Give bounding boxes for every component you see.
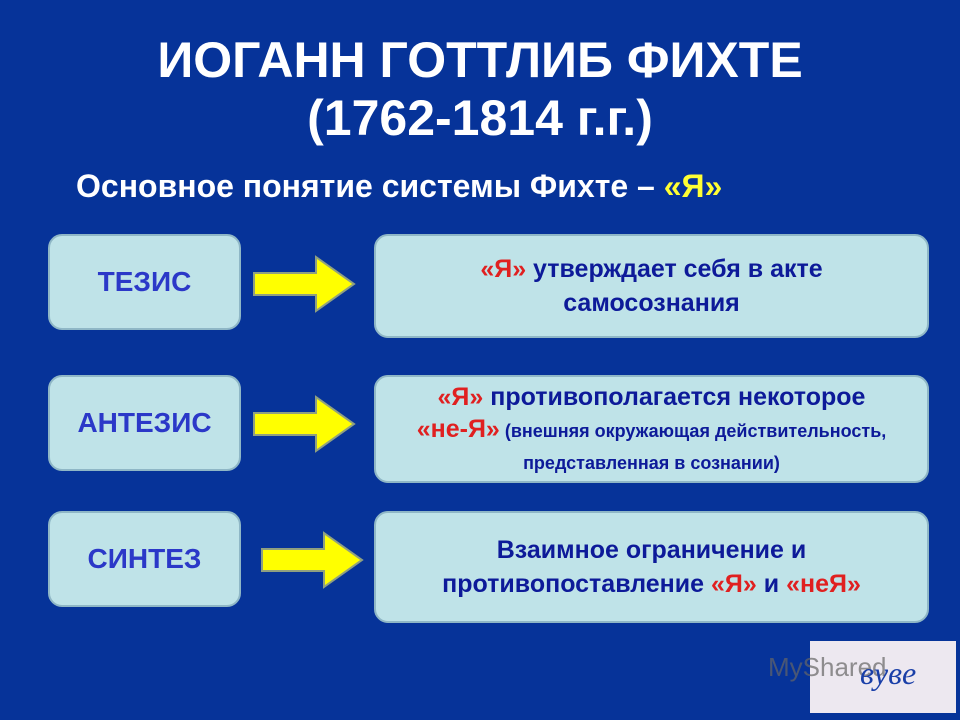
brand-logo-text: вуве	[860, 655, 917, 691]
synthesis-label: СИНТЕЗ	[87, 543, 202, 574]
ne-ya-text: «не-Я»	[416, 415, 500, 443]
antithesis-description-box: «Я» противополагается некоторое «не-Я» (…	[374, 375, 929, 483]
antithesis-label-box: АНТЕЗИС	[48, 375, 241, 471]
synthesis-text: Взаимное ограничение и противопоставлени…	[442, 536, 807, 598]
page-title: ИОГАНН ГОТТЛИБ ФИХТЕ	[157, 32, 803, 88]
ne-ya-text: «неЯ»	[786, 570, 861, 598]
page-title-dates: (1762-1814 г.г.)	[307, 90, 653, 146]
thesis-label-box: ТЕЗИС	[48, 234, 241, 330]
subtitle-highlight: «Я»	[663, 168, 723, 204]
watermark-text: MyShared	[768, 652, 887, 682]
subtitle: Основное понятие системы Фихте – «Я»	[76, 168, 722, 205]
antithesis-label: АНТЕЗИС	[77, 407, 212, 438]
ya-text: «Я»	[437, 383, 484, 411]
synthesis-label-box: СИНТЕЗ	[48, 511, 241, 607]
ya-text: «Я»	[711, 570, 757, 598]
ya-text: «Я»	[480, 255, 527, 283]
and-text: и	[756, 570, 787, 598]
thesis-label: ТЕЗИС	[97, 266, 192, 297]
antithesis-note: (внешняя окружающая действительность, пр…	[499, 421, 887, 473]
antithesis-description: «Я» противополагается некоторое «не-Я» (…	[386, 381, 917, 477]
synthesis-description-box: Взаимное ограничение и противопоставлени…	[374, 511, 929, 623]
arrow-right-icon	[261, 531, 364, 589]
arrow-right-icon	[253, 395, 356, 453]
thesis-description: «Я» утверждает себя в акте самосознания	[436, 252, 867, 320]
subtitle-text: Основное понятие системы Фихте –	[76, 168, 664, 204]
synthesis-description: Взаимное ограничение и противопоставлени…	[416, 533, 887, 601]
arrow-right-icon	[253, 255, 356, 313]
antithesis-text: противополагается некоторое	[483, 383, 866, 411]
thesis-text: утверждает себя в акте самосознания	[526, 255, 823, 317]
thesis-description-box: «Я» утверждает себя в акте самосознания	[374, 234, 929, 338]
publisher-logo	[810, 641, 956, 713]
